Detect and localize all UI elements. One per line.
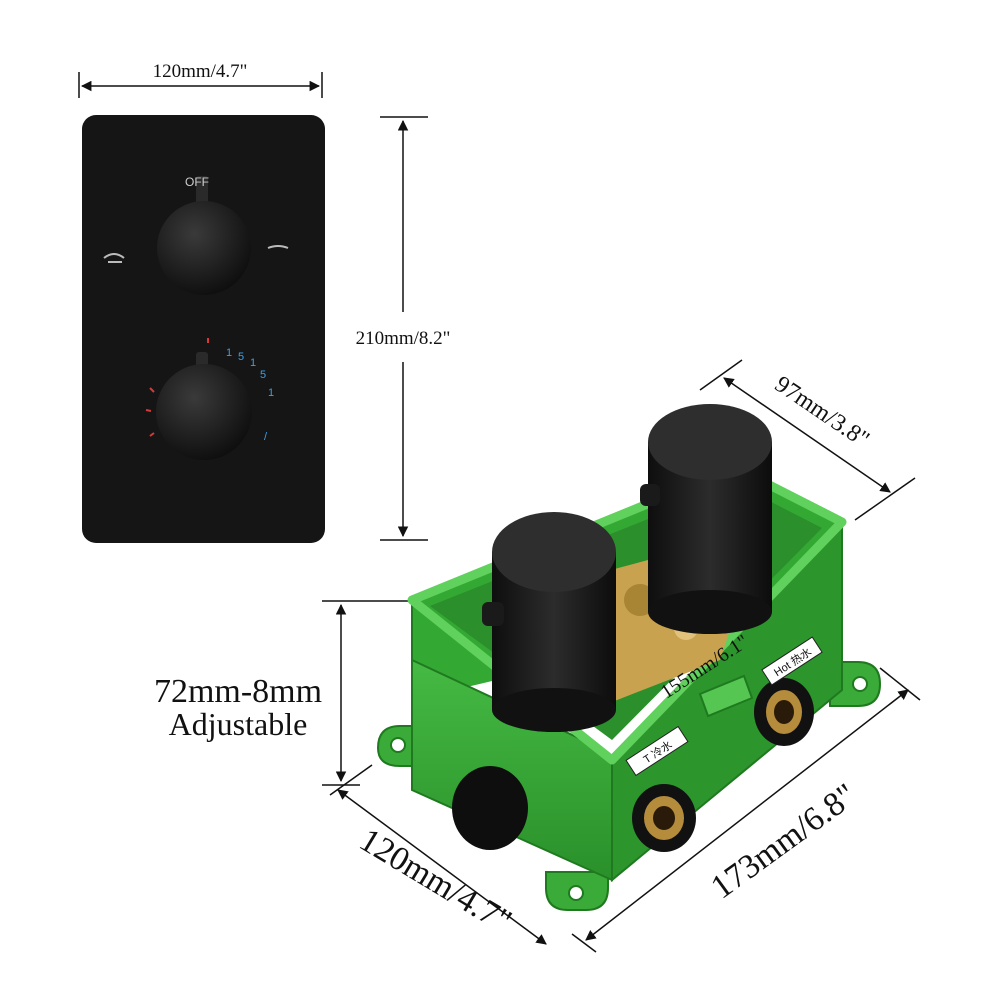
shower-panel: OFF 1 5 1 5 1 / <box>82 115 325 543</box>
panel-width-dimension: 120mm/4.7" <box>78 58 323 98</box>
off-mark: OFF <box>185 175 209 189</box>
box-length-label: 173mm/6.8" <box>704 777 863 907</box>
back-handle <box>640 404 772 634</box>
temperature-knob: 1 5 1 5 1 / <box>145 338 274 460</box>
svg-text:5: 5 <box>238 351 244 363</box>
box-depth-label: 97mm/3.8" <box>770 371 874 453</box>
temperature-scale-red <box>145 338 209 437</box>
box-height-label-line1: 72mm-8mm <box>154 673 322 710</box>
box-height-label-line2: Adjustable <box>169 706 308 742</box>
svg-text:1: 1 <box>250 357 256 369</box>
panel-width-label: 120mm/4.7" <box>153 61 248 82</box>
shower-icon <box>103 253 125 263</box>
diverter-knob: OFF <box>103 175 289 295</box>
spout-icon <box>267 245 289 249</box>
panel-height-label: 210mm/8.2" <box>356 328 451 349</box>
svg-text:5: 5 <box>260 369 266 381</box>
svg-text:/: / <box>264 431 268 443</box>
temperature-scale: 1 5 1 5 1 / <box>226 347 274 443</box>
panel-height-dimension: 210mm/8.2" <box>356 116 451 541</box>
box-height-dimension: 72mm-8mm Adjustable <box>154 600 410 786</box>
front-handle <box>482 512 616 732</box>
svg-text:1: 1 <box>226 347 232 359</box>
svg-text:1: 1 <box>268 387 274 399</box>
